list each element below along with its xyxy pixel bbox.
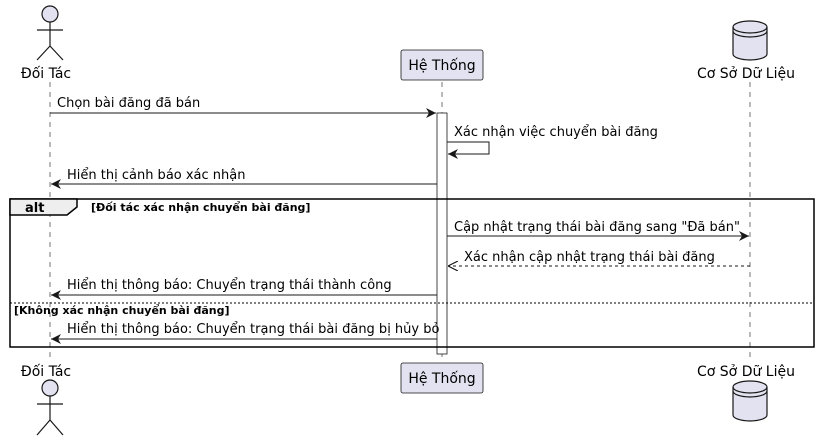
- message-select-post: Chọn bài đăng đã bán: [57, 96, 200, 111]
- alt-guard-decline: [Không xác nhận chuyển bài đăng]: [14, 304, 230, 317]
- alt-keyword: alt: [25, 201, 44, 216]
- database-label-top: Cơ Sở Dữ Liệu: [697, 66, 795, 82]
- message-cancel-notice: Hiển thị thông báo: Chuyển trạng thái bà…: [67, 322, 439, 337]
- partner-actor-icon-bottom: [36, 379, 64, 436]
- message-update-status: Cập nhật trạng thái bài đăng sang "Đã bá…: [454, 220, 740, 235]
- message-confirm-transfer: Xác nhận việc chuyển bài đăng: [454, 125, 658, 140]
- system-box-top: [400, 49, 484, 81]
- message-success-notice: Hiển thị thông báo: Chuyển trạng thái th…: [67, 278, 392, 293]
- system-label-bottom: Hệ Thống: [408, 370, 475, 387]
- alt-frame-tab: [9, 198, 78, 216]
- message-confirm-transfer-arrow: [447, 141, 490, 159]
- partner-label-top: Đối Tác: [21, 65, 71, 82]
- system-label-top: Hệ Thống: [408, 57, 475, 74]
- partner-label-bottom: Đối Tác: [21, 363, 71, 380]
- system-box-bottom: [400, 362, 484, 394]
- database-icon-top: [732, 20, 768, 61]
- system-activation-bar: [436, 112, 448, 355]
- alt-guard-confirm: [Đối tác xác nhận chuyển bài đăng]: [91, 201, 310, 214]
- alt-frame: [9, 198, 815, 348]
- message-show-warning: Hiển thị cảnh báo xác nhận: [67, 168, 246, 183]
- database-label-bottom: Cơ Sở Dữ Liệu: [697, 364, 795, 380]
- database-icon-bottom: [732, 380, 768, 422]
- partner-actor-icon-top: [36, 5, 64, 61]
- message-confirm-update: Xác nhận cập nhật trạng thái bài đăng: [464, 250, 715, 265]
